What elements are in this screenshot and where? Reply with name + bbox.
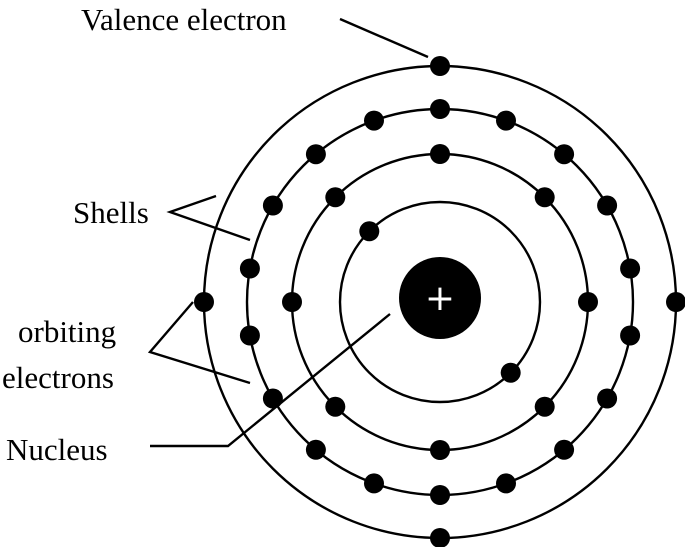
shell-3-electron [305,439,326,460]
shell-3-electron [554,439,575,460]
shell-3-electron [620,258,641,279]
valence-leader-line [339,17,429,59]
shells-label: Shells [73,195,149,230]
nucleus-leader-line [150,313,391,448]
shell-3-electron [597,195,618,216]
shell-3-electron [496,110,516,131]
shell-3-electron [430,99,450,119]
shell-1-ring [338,200,542,404]
shell-4-electron [194,292,214,312]
shell-2-electron [325,396,346,417]
nucleus-core [399,257,481,339]
shell-3-electron [620,325,641,346]
shells-leader-line [166,194,251,242]
shell-3-electron [430,485,450,505]
shell-2-electron [325,187,346,208]
orbiting-leader-line [147,301,251,385]
shell-2-electron [534,187,555,208]
electrons-group [194,56,685,547]
shell-4-electron [430,528,450,547]
leader-lines [147,17,429,448]
shell-3-electron [239,325,260,346]
shell-3-electron [262,195,283,216]
shell-2-electron [282,292,302,312]
valence-electron-label: Valence electron [81,2,287,37]
nucleus: + [399,257,481,339]
shell-4-electron [430,56,450,76]
shell-3-electron [496,473,516,494]
shell-3-electron [262,388,283,409]
shell-2-electron [534,396,555,417]
nucleus-label: Nucleus [6,432,108,467]
shell-3-electron [364,473,384,494]
shell-2-electron [430,440,450,460]
shell-4-electron [666,292,685,312]
shell-3-electron [364,110,384,131]
orbiting-label-line2: electrons [2,360,114,395]
shell-2-electron [430,144,450,164]
shell-1-electron [500,362,521,383]
shell-2-electron [578,292,598,312]
shell-3-electron [305,144,326,165]
nucleus-plus-sign: + [425,278,455,319]
shell-3-electron [597,388,618,409]
shell-3-electron [554,144,575,165]
shell-3-electron [239,258,260,279]
orbiting-label-line1: orbiting [18,314,116,349]
shell-1-electron [359,221,380,242]
